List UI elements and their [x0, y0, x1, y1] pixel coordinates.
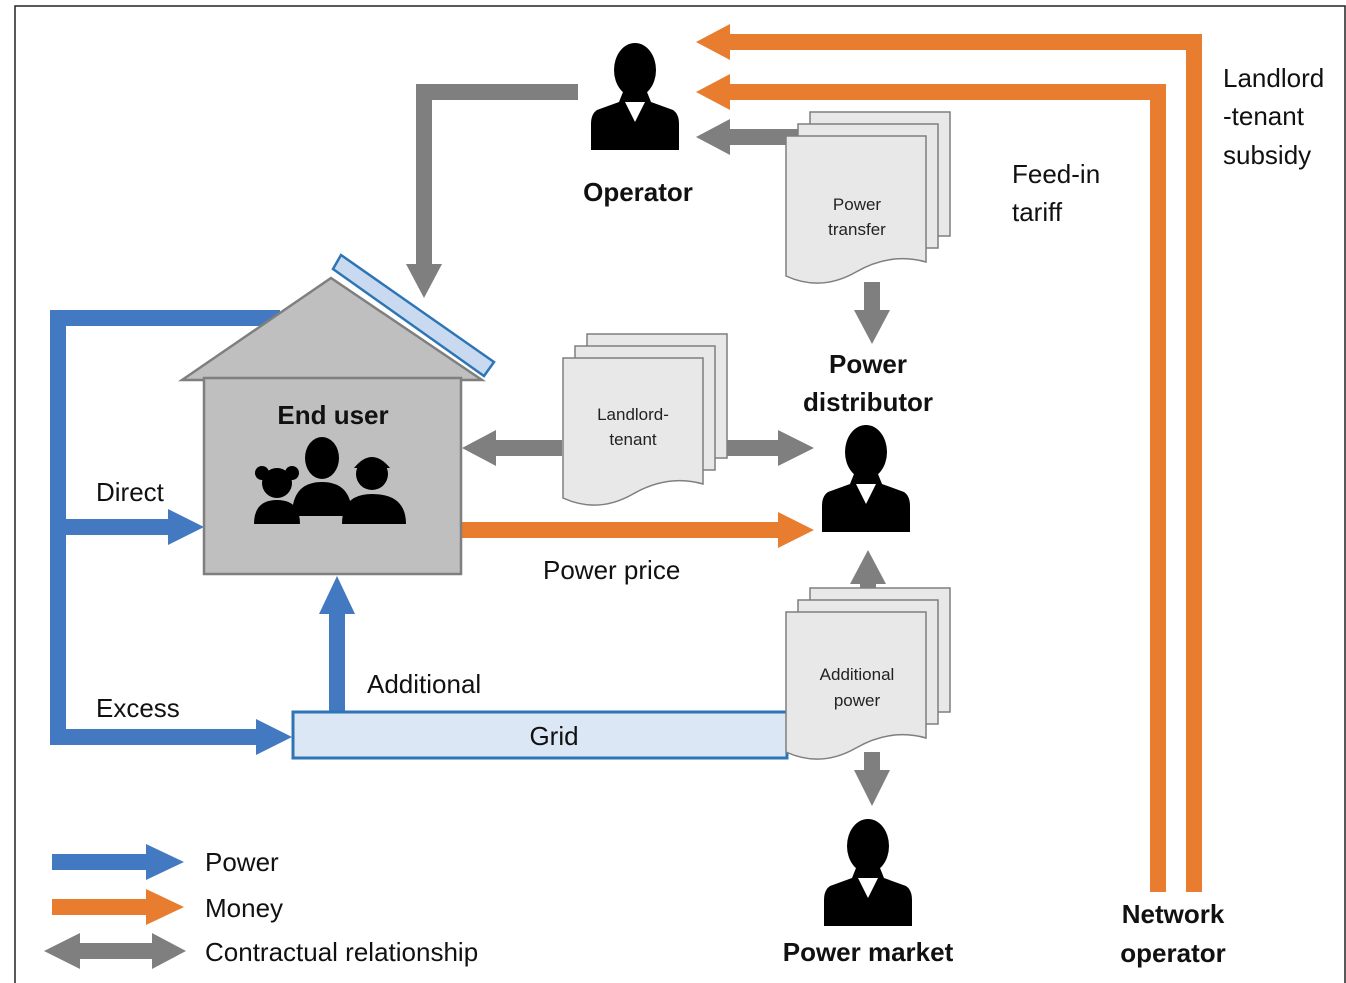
legend-money-label: Money [205, 893, 283, 923]
operator-label: Operator [583, 177, 693, 207]
solar-panel-icon [331, 253, 496, 378]
power-distributor-person-icon [822, 425, 910, 532]
power-price-label: Power price [543, 555, 680, 585]
power-transfer-label-1: Power [833, 195, 882, 214]
power-market-person-icon [824, 819, 912, 926]
legend-money-arrow-icon [52, 889, 184, 925]
family-icon [254, 437, 406, 524]
subsidy-label-1: Landlord [1223, 63, 1324, 93]
direct-label: Direct [96, 477, 165, 507]
power-distributor-label-2: distributor [803, 387, 933, 417]
power-market-label: Power market [783, 937, 954, 967]
additional-power-label-2: power [834, 691, 881, 710]
document-power-transfer: Power transfer [785, 111, 951, 284]
grid-label: Grid [529, 721, 578, 751]
document-additional-power: Additional power [785, 587, 951, 760]
power-arrows [50, 310, 355, 755]
diagram-frame [14, 5, 1346, 983]
legend: Power Money Contractual relationship [44, 844, 478, 969]
subsidy-label-3: subsidy [1223, 140, 1311, 170]
legend-contract-label: Contractual relationship [205, 937, 478, 967]
power-transfer-label-2: transfer [828, 220, 886, 239]
legend-power-label: Power [205, 847, 279, 877]
legend-contract-arrow-icon [44, 933, 186, 969]
end-user-label: End user [277, 400, 388, 430]
additional-power-label-1: Additional [820, 665, 895, 684]
end-user-house: End user [177, 253, 496, 576]
contract-arrows [406, 84, 890, 806]
landlord-tenant-label-1: Landlord- [597, 405, 669, 424]
power-distributor-label-1: Power [829, 349, 907, 379]
network-operator-label-1: Network [1122, 899, 1225, 929]
feed-in-label-1: Feed-in [1012, 159, 1100, 189]
document-landlord-tenant: Landlord- tenant [562, 333, 728, 506]
excess-label: Excess [96, 693, 180, 723]
additional-label: Additional [367, 669, 481, 699]
grid-bar: Grid [291, 710, 789, 760]
network-operator-label-2: operator [1120, 938, 1225, 968]
money-arrows [462, 24, 1202, 892]
feed-in-label-2: tariff [1012, 197, 1063, 227]
landlord-tenant-label-2: tenant [609, 430, 657, 449]
operator-person-icon [591, 43, 679, 150]
subsidy-label-2: -tenant [1223, 101, 1305, 131]
legend-power-arrow-icon [52, 844, 184, 880]
